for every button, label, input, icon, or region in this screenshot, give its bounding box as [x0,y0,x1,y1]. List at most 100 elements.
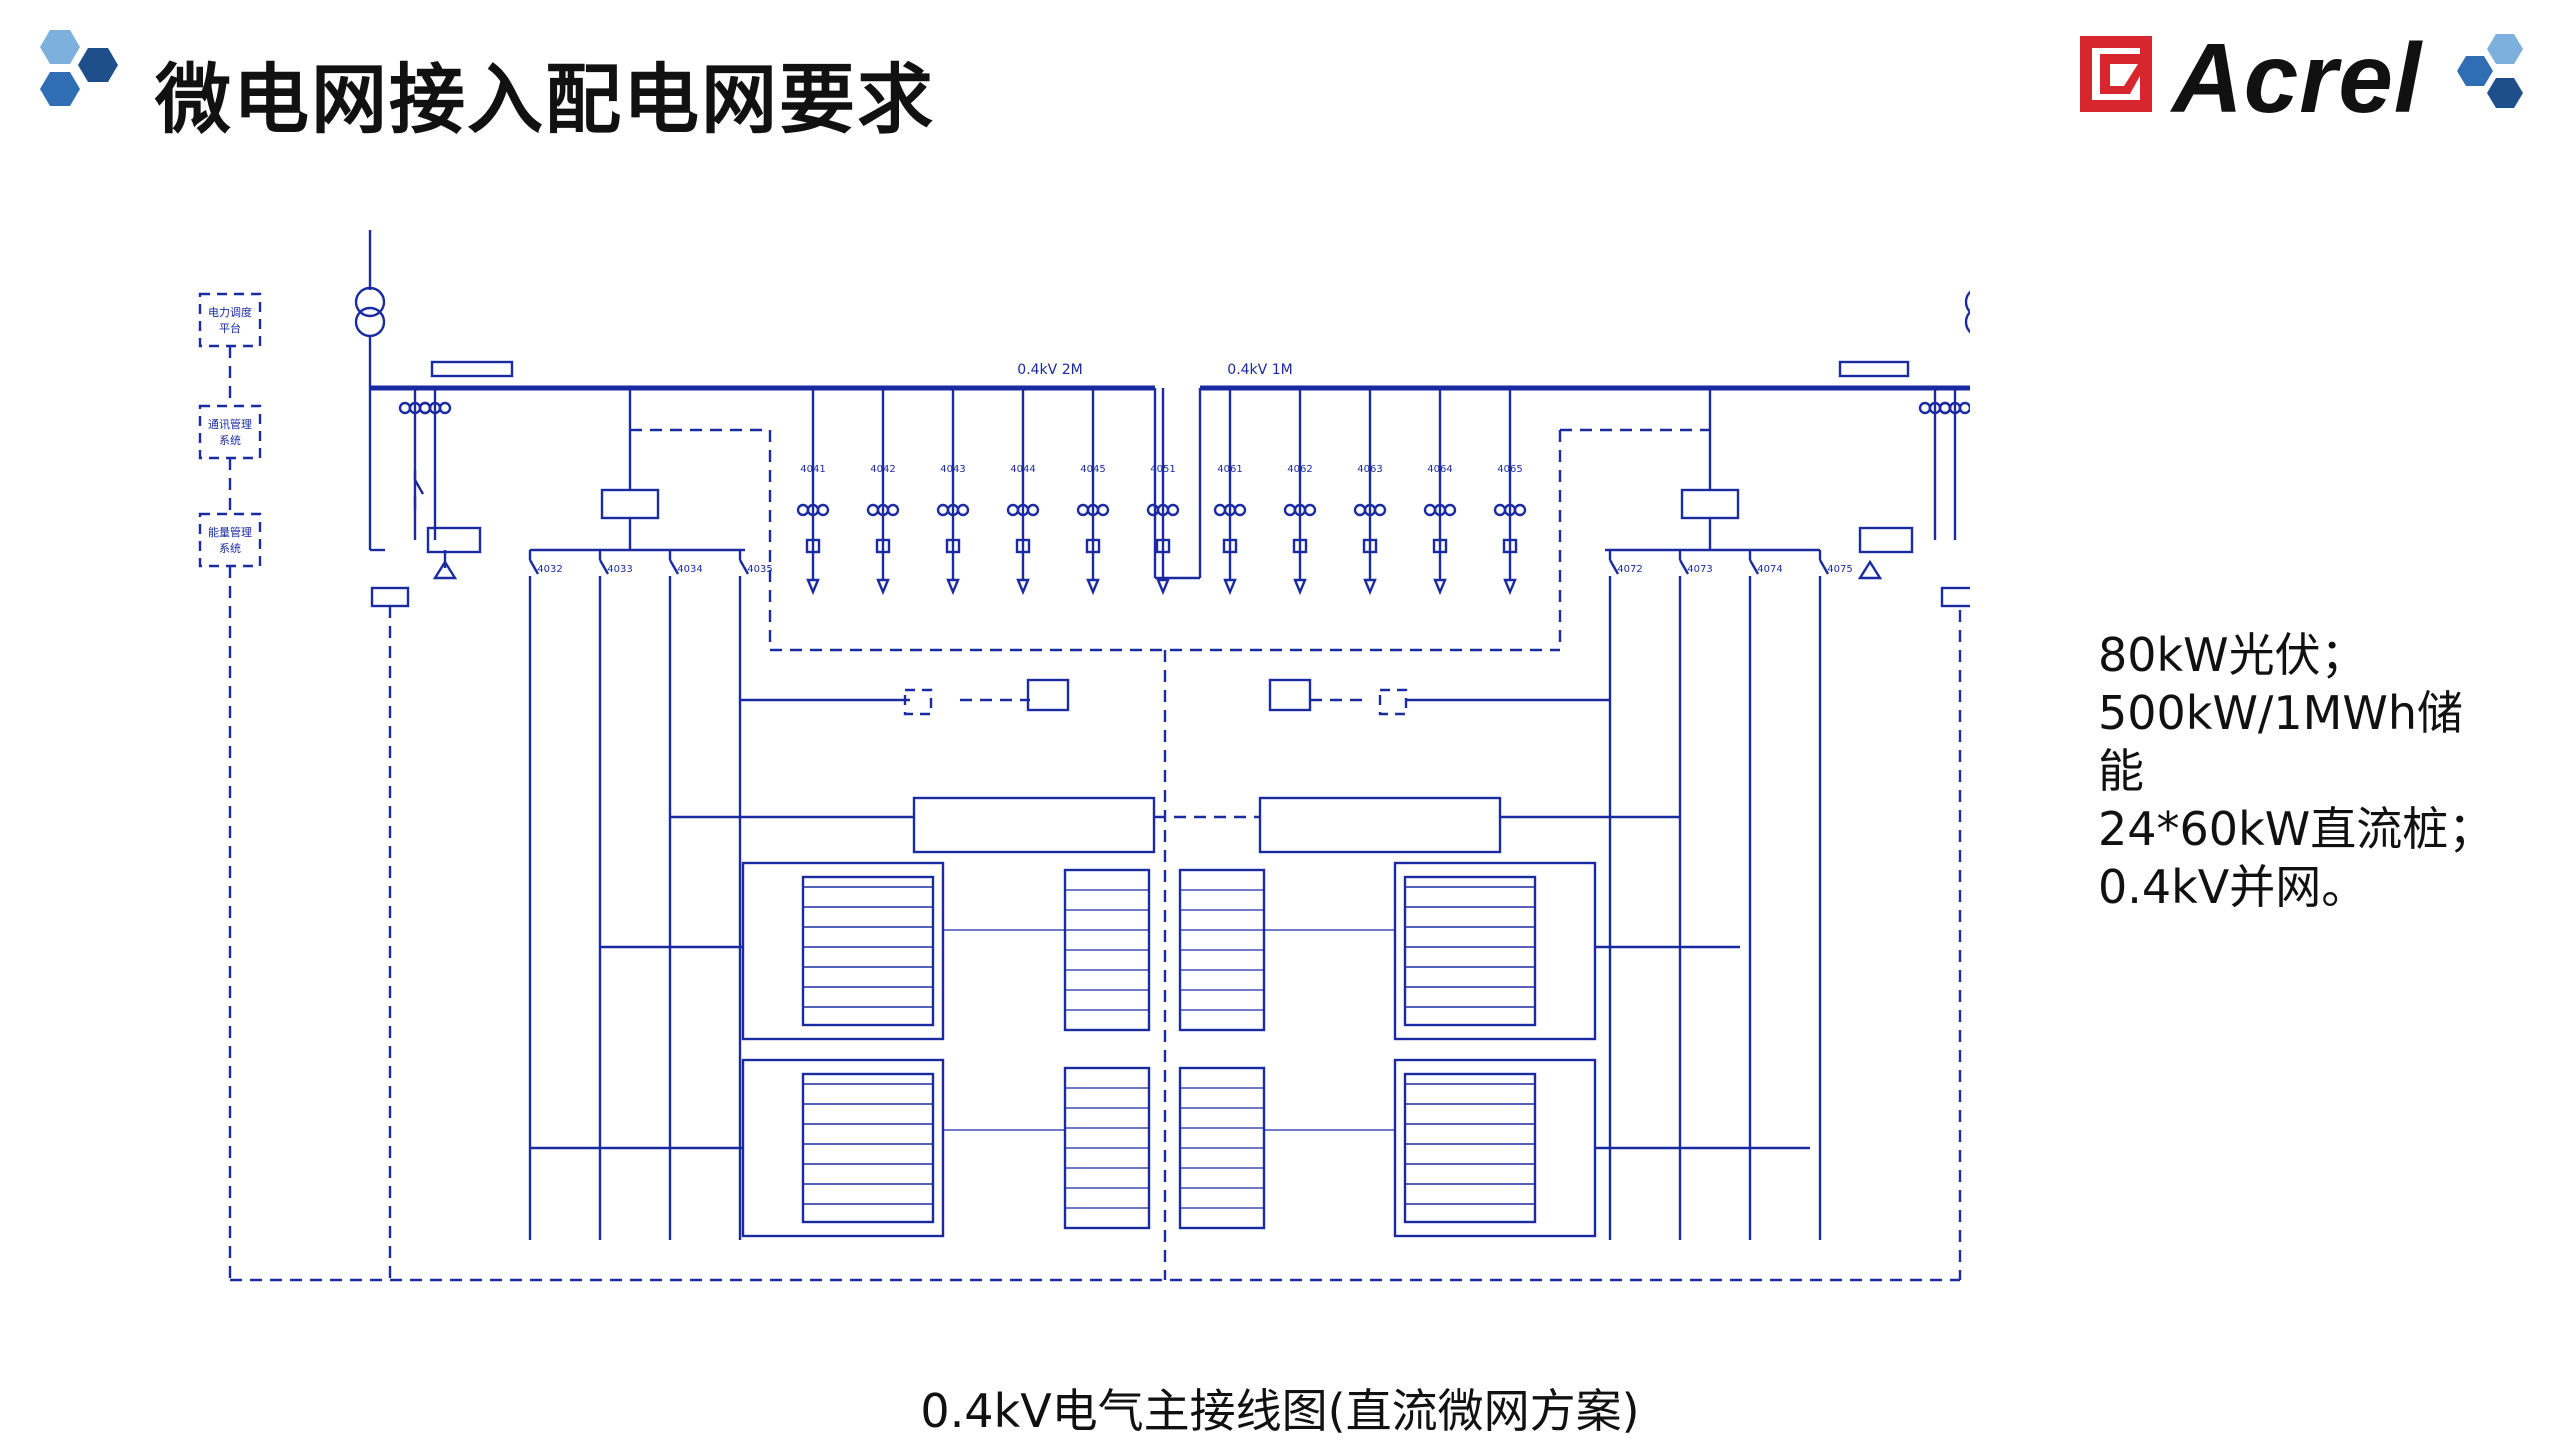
ct-symbol [1006,503,1020,517]
feeder-meter [1155,538,1171,554]
feeder-arrow-icon [1086,578,1100,596]
feeder-arrow-icon [1433,578,1447,596]
ct-symbol [866,503,880,517]
feeder-meter [945,538,961,554]
transformer-left-icon [354,286,386,318]
ct-symbol [1513,503,1527,517]
storage-unit-right [1258,796,1502,854]
charger-switch-panel [1403,1072,1537,1224]
ct-symbol [936,503,950,517]
hex-blue [40,30,80,64]
hexagon-decoration-left-icon [40,30,118,106]
pcs-cabinet-right [1680,488,1740,520]
feeder-arrow-icon [1503,578,1517,596]
ct-symbol [1373,503,1387,517]
feeder-arrow-icon [1016,578,1030,596]
feeder-arrow-icon [946,578,960,596]
charger-cabinet-a [741,861,945,1041]
ct-symbol [956,503,970,517]
feeder-meter [1432,538,1448,554]
bus-label-1m: 0.4kV 1M [1227,362,1292,378]
feeder-arrow-icon [1223,578,1237,596]
spec-dc-piles: 24*60kW直流桩； [2098,802,2495,856]
branch-label: 4072 [1617,564,1642,575]
feeder-meter [1222,538,1238,554]
breaker-blade [1608,559,1620,575]
breaker-blade [413,479,425,495]
breaker-blade [668,559,680,575]
ct-symbol [1938,401,1952,415]
branch-label: 4074 [1757,564,1782,575]
hex-mid [40,72,80,106]
side-box-label: 系统 [219,434,241,447]
ct-symbol [1958,401,1970,415]
pv-combiner-right [1378,688,1408,716]
pcs-cabinet-left [600,488,660,520]
feeder-meter [1085,538,1101,554]
ct-symbol [1096,503,1110,517]
spec-list: 80kW光伏； 500kW/1MWh储 能 24*60kW直流桩； 0.4kV并… [2098,626,2518,916]
ct-symbol [1233,503,1247,517]
feeder-label: 4062 [1287,464,1312,475]
ct-symbol [1166,503,1180,517]
transformer-right-icon [1964,310,1970,334]
charger-switch-panel [801,875,935,1027]
spec-pv: 80kW光伏； [2098,628,2367,682]
feeder-label: 4042 [870,464,895,475]
acrel-wordmark: Acrel [2172,23,2423,133]
bus-label-2m: 0.4kV 2M [1017,362,1082,378]
feeder-label: 4051 [1150,464,1175,475]
breaker-blade [528,559,540,575]
ct-symbol [418,401,432,415]
side-system-box [198,292,262,348]
charger-switch-panel [801,1072,935,1224]
side-box-label: 系统 [219,542,241,555]
ct-symbol [1443,503,1457,517]
charger-switch-panel [1403,875,1537,1027]
branch-label: 4035 [747,564,772,575]
solar-panel-left-icon [1026,678,1070,712]
transformer-right-icon [1964,290,1970,314]
feeder-label: 4064 [1427,464,1452,475]
charger-cabinet-d [1393,1058,1597,1238]
branch-label: 4032 [537,564,562,575]
ct-symbol [796,503,810,517]
feeder-label: 4061 [1217,464,1242,475]
feeder-arrow-icon [876,578,890,596]
meter-box-left [426,526,482,554]
hexagon-decoration-right-icon [2457,34,2523,108]
incomer-label-box-right [1838,360,1910,378]
side-system-box [198,404,262,460]
ct-symbol [1303,503,1317,517]
ct-symbol [398,401,412,415]
ct-symbol [1283,503,1297,517]
branch-label: 4033 [607,564,632,575]
feeder-label: 4043 [940,464,965,475]
feeder-meter [1362,538,1378,554]
side-box-label: 能量管理 [208,525,252,539]
feeder-meter [805,538,821,554]
ct-symbol [816,503,830,517]
branch-label: 4075 [1827,564,1852,575]
charger-cabinet-b [741,1058,945,1238]
slide-title: 微电网接入配电网要求 [155,55,935,144]
ct-symbol [886,503,900,517]
breaker-blade [1678,559,1690,575]
ct-symbol [1493,503,1507,517]
breaker-blade [598,559,610,575]
meter-box-right [1858,526,1914,554]
ground-arrow-icon [432,559,458,580]
meter-label-right [1940,586,1970,608]
hex-dark [78,48,118,82]
diagram-caption: 0.4kV电气主接线图(直流微网方案) [920,1384,1640,1438]
feeder-meter [1292,538,1308,554]
ct-symbol [1918,401,1932,415]
feeder-meter [1015,538,1031,554]
ct-symbol [1423,503,1437,517]
feeder-arrow-icon [1156,578,1170,596]
side-box-label: 通讯管理 [208,417,252,431]
feeder-label: 4065 [1497,464,1522,475]
acrel-logo: Acrel [2080,23,2540,133]
ct-symbol [1213,503,1227,517]
